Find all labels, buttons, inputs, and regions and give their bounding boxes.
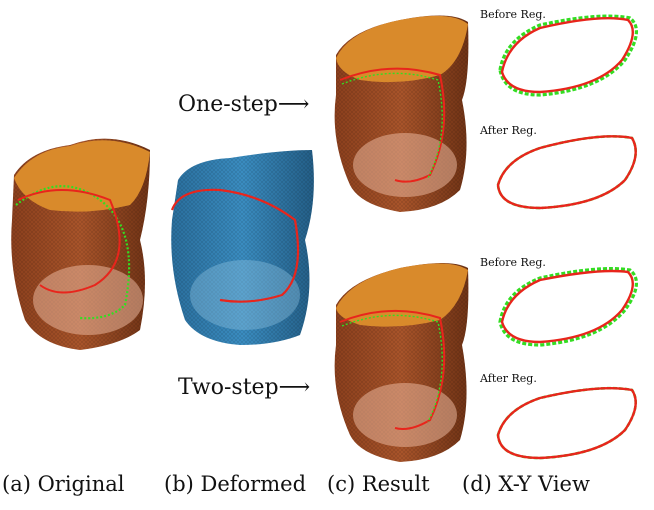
result-heart-two-step <box>334 263 469 462</box>
caption-deformed: (b) Deformed <box>164 472 307 496</box>
original-heart-model <box>11 138 150 350</box>
after-reg-label-1: After Reg. <box>480 124 537 137</box>
before-reg-label-1: Before Reg. <box>480 8 546 21</box>
after-reg-label-2: After Reg. <box>480 372 537 385</box>
before-reg-label-2: Before Reg. <box>480 256 546 269</box>
caption-xy-view: (d) X-Y View <box>462 472 590 496</box>
caption-original: (a) Original <box>2 472 125 496</box>
xy-contour-after-2 <box>496 386 637 460</box>
caption-result: (c) Result <box>327 472 430 496</box>
result-heart-one-step <box>334 15 469 213</box>
xy-contour-after-1 <box>496 135 637 210</box>
xy-contour-before-1 <box>498 14 638 97</box>
deformed-heart-model <box>170 150 314 345</box>
one-step-label: One-step⟶ <box>178 92 310 117</box>
xy-contour-before-2 <box>498 267 638 347</box>
two-step-label: Two-step⟶ <box>178 375 311 400</box>
